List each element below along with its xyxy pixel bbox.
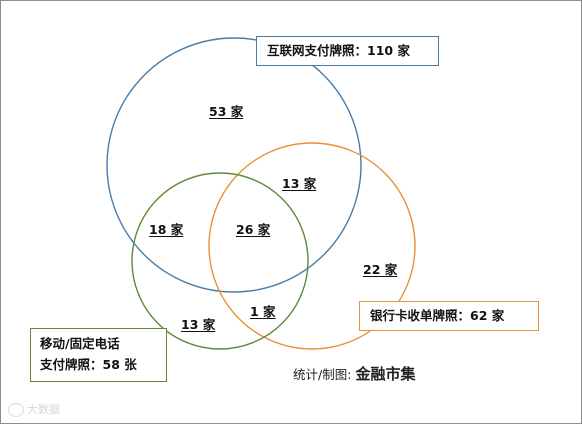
bank-only-count: 22 家	[363, 262, 398, 277]
source-credit: 统计/制图:金融市集	[293, 363, 415, 384]
internet-mobile-count: 18 家	[149, 222, 184, 237]
watermark-text: 大数据	[27, 403, 60, 416]
bank-card-circle	[208, 142, 416, 350]
source-prefix: 统计/制图:	[293, 367, 352, 382]
mobile-license-label: 移动/固定电话 支付牌照：58 张	[30, 328, 167, 382]
mobile-phone-circle	[131, 172, 309, 350]
internet-payment-circle	[106, 37, 362, 293]
mobile-only-count: 13 家	[181, 317, 216, 332]
bank-card-license-label: 银行卡收单牌照：62 家	[359, 301, 539, 331]
internet-license-label: 互联网支付牌照：110 家	[256, 36, 439, 66]
all-three-count: 26 家	[236, 222, 271, 237]
bank-card-license-text: 银行卡收单牌照：62 家	[370, 308, 505, 323]
watermark: 大数据	[8, 401, 60, 417]
mobile-license-text-line2: 支付牌照：58 张	[40, 357, 137, 372]
internet-bank-count: 13 家	[282, 176, 317, 191]
watermark-logo-icon	[8, 403, 24, 417]
mobile-license-text-line1: 移动/固定电话	[40, 336, 120, 351]
internet-license-text: 互联网支付牌照：110 家	[267, 43, 410, 58]
internet-only-count: 53 家	[209, 104, 244, 119]
bank-mobile-count: 1 家	[250, 304, 276, 319]
source-name: 金融市集	[355, 365, 416, 383]
